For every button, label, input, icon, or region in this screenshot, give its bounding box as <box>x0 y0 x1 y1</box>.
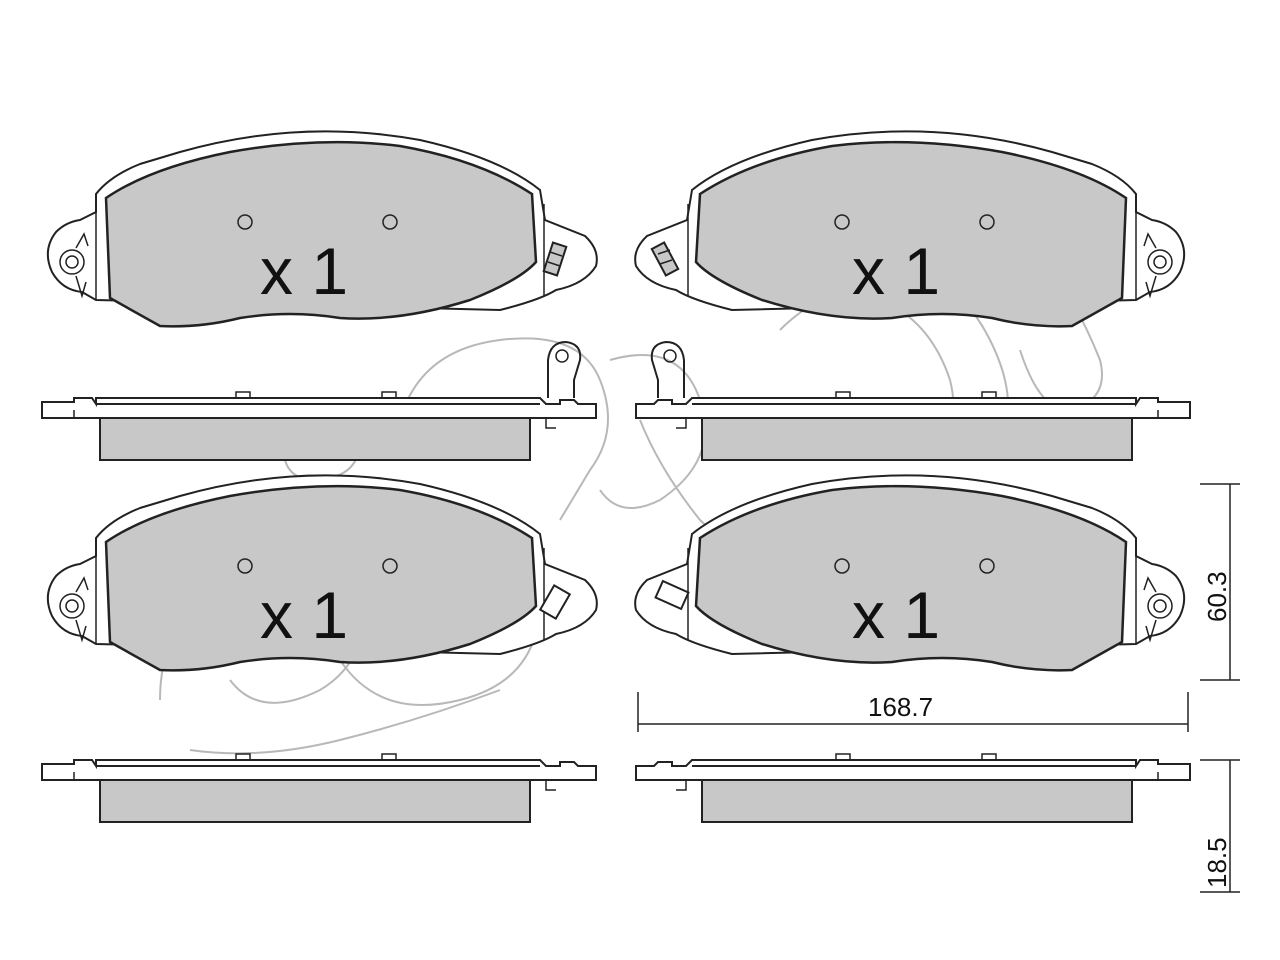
height-dimension: 60.3 <box>1200 483 1240 681</box>
clip-angled-icon <box>542 241 568 277</box>
width-dimension: 168.7 <box>637 692 1189 732</box>
width-dimension-label: 168.7 <box>868 692 933 722</box>
pad-bottom-right-side <box>635 753 1191 823</box>
pad-top-left: x 1 <box>46 130 599 328</box>
pad-top-right: x 1 <box>633 130 1186 328</box>
pad-bottom-right: x 1 <box>633 474 1186 672</box>
wear-sensor-clip-icon <box>650 340 685 398</box>
wear-sensor-clip-icon <box>547 340 582 398</box>
quantity-label: x 1 <box>852 578 940 652</box>
thickness-dimension: 18.5 <box>1200 759 1240 893</box>
clip-angled-icon <box>650 241 680 277</box>
quantity-label: x 1 <box>260 234 348 308</box>
pad-bottom-left-side <box>41 753 597 823</box>
thickness-dimension-label: 18.5 <box>1202 837 1232 888</box>
quantity-label: x 1 <box>260 578 348 652</box>
height-dimension-label: 60.3 <box>1202 571 1232 622</box>
pad-top-left-side <box>41 340 597 461</box>
clip-square-icon <box>654 579 690 611</box>
clip-square-icon <box>538 584 572 620</box>
quantity-label: x 1 <box>852 234 940 308</box>
pad-bottom-left: x 1 <box>46 474 599 672</box>
pad-top-right-side <box>635 340 1191 461</box>
